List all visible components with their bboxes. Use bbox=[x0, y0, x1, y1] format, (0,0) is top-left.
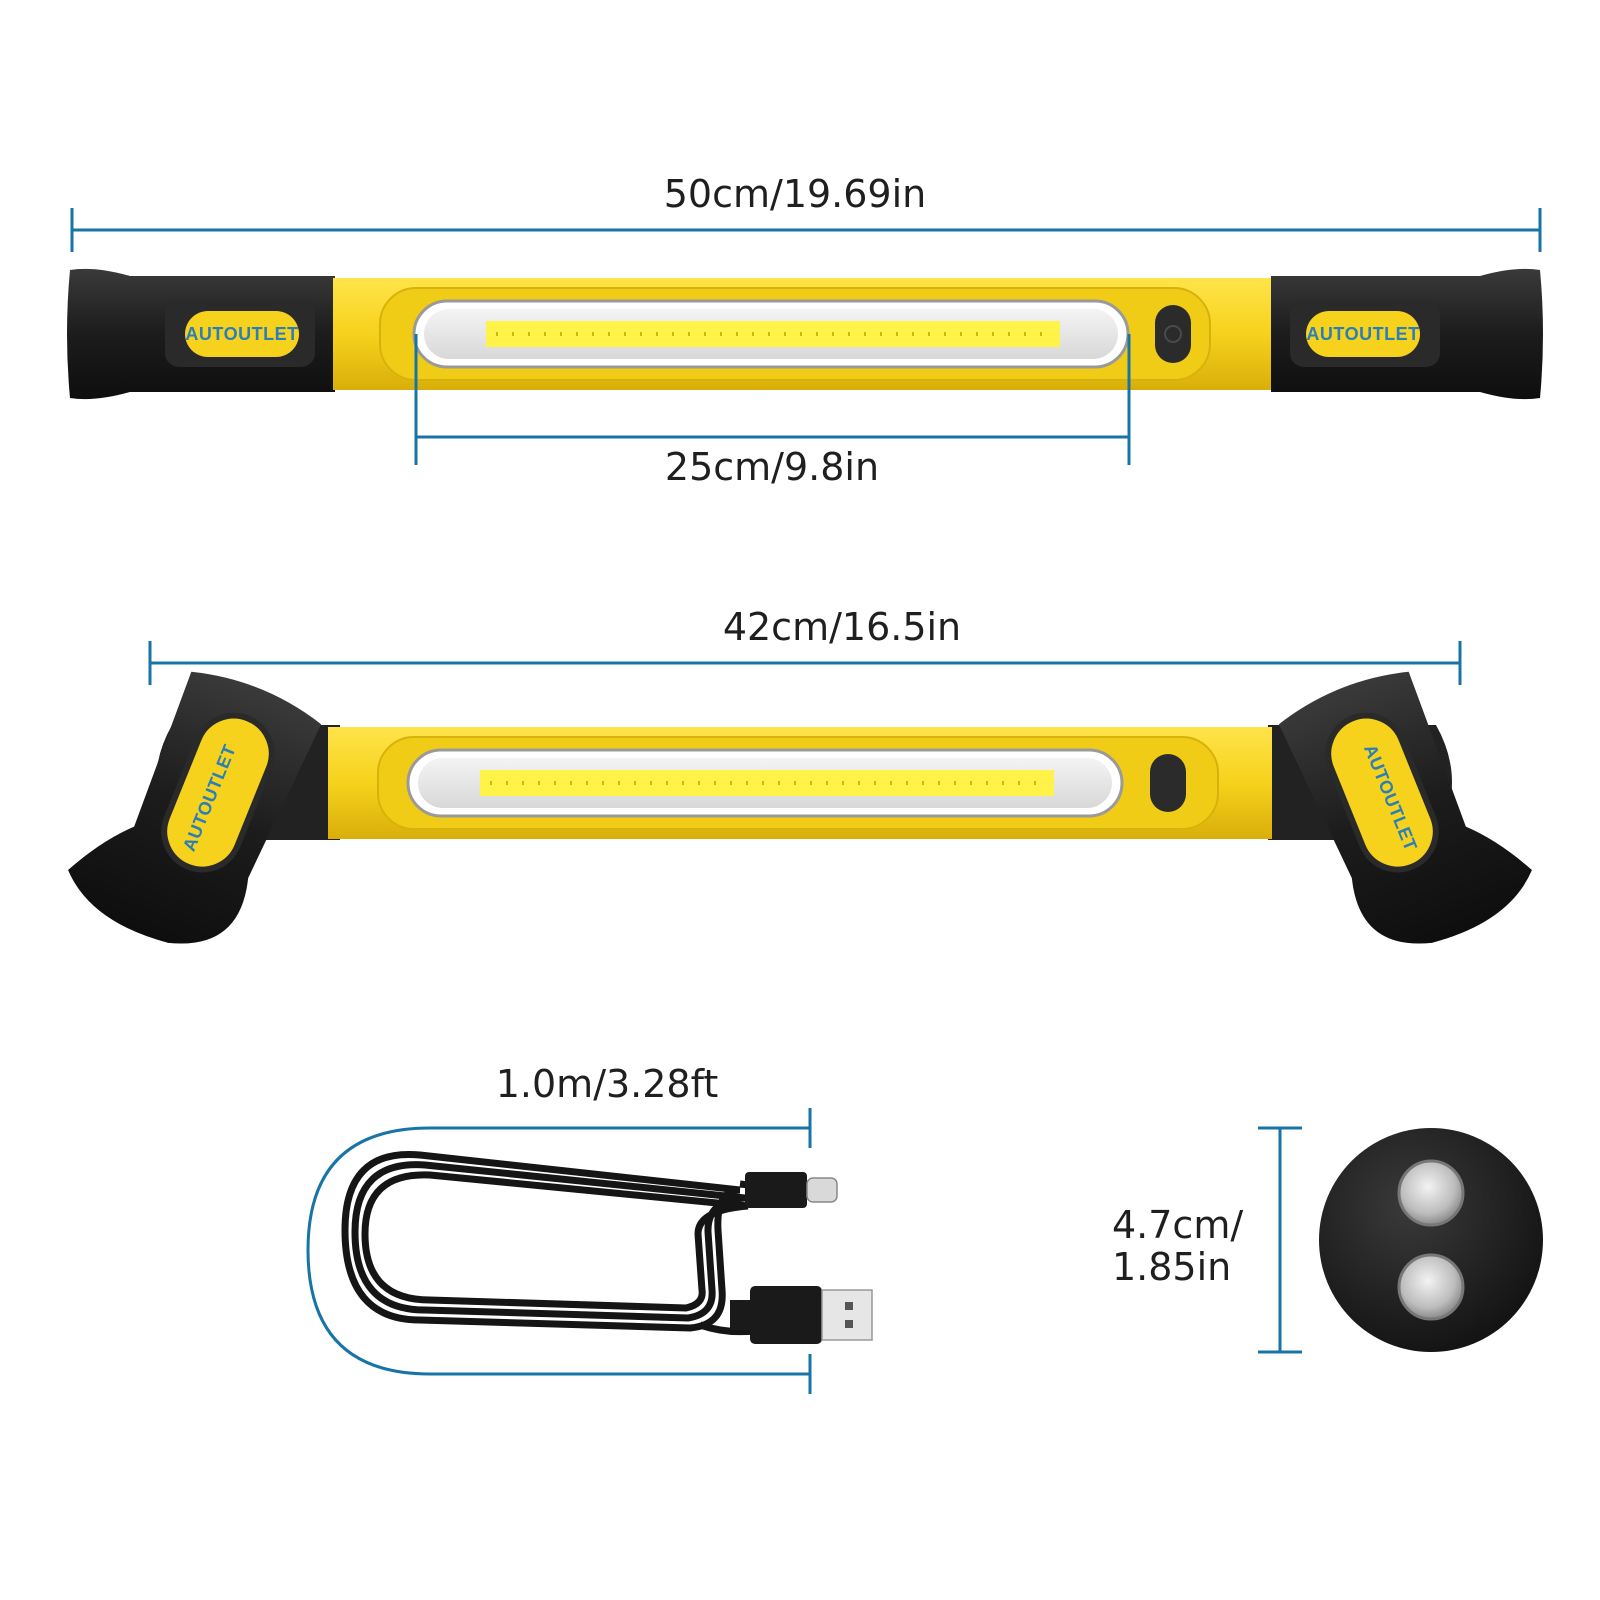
usb-cable-group: 1.0m/3.28ft bbox=[306, 1062, 873, 1394]
right-logo-badge bbox=[1306, 311, 1420, 357]
cob-led-strip bbox=[486, 321, 1060, 347]
magnetic-base-group: 4.7cm/ 1.85in bbox=[1112, 1126, 1543, 1354]
magnet-size-label-line1: 4.7cm/ bbox=[1112, 1203, 1243, 1247]
folded-length-label: 42cm/16.5in bbox=[723, 605, 961, 649]
magnet-bottom bbox=[1397, 1253, 1465, 1321]
power-button bbox=[1155, 305, 1191, 363]
magnetic-puck bbox=[1319, 1128, 1543, 1352]
left-rotated-head: AUTOUTLET bbox=[68, 671, 322, 944]
power-icon bbox=[1164, 325, 1182, 343]
led-length-label: 25cm/9.8in bbox=[665, 445, 879, 489]
led-length-dimension-line bbox=[414, 334, 1131, 465]
cable-length-label: 1.0m/3.28ft bbox=[496, 1062, 718, 1106]
right-logo-text: AUTOUTLET bbox=[1306, 324, 1419, 344]
coiled-cable bbox=[341, 1150, 791, 1336]
work-light-straight: 50cm/19.69in AUTOUTLET AUTOUTLET 25cm/9.… bbox=[67, 172, 1543, 489]
folded-power-button bbox=[1150, 754, 1186, 812]
right-rotated-head: AUTOUTLET bbox=[1278, 671, 1532, 944]
cable-dimension-line bbox=[306, 1108, 812, 1394]
usb-c-connector bbox=[745, 1172, 838, 1208]
full-length-label: 50cm/19.69in bbox=[664, 172, 927, 216]
work-light-folded: 42cm/16.5in AUTOUTLET AUTOUTLET bbox=[68, 605, 1532, 944]
magnet-dimension-line bbox=[1258, 1126, 1302, 1354]
left-logo-badge bbox=[185, 311, 299, 357]
folded-length-dimension-line bbox=[148, 641, 1462, 685]
usb-a-connector bbox=[730, 1286, 873, 1344]
full-length-dimension-line bbox=[70, 208, 1542, 252]
magnet-size-label-line2: 1.85in bbox=[1112, 1245, 1231, 1289]
magnet-top bbox=[1397, 1159, 1465, 1227]
left-logo-text: AUTOUTLET bbox=[185, 324, 298, 344]
folded-cob-led-strip bbox=[480, 770, 1054, 796]
